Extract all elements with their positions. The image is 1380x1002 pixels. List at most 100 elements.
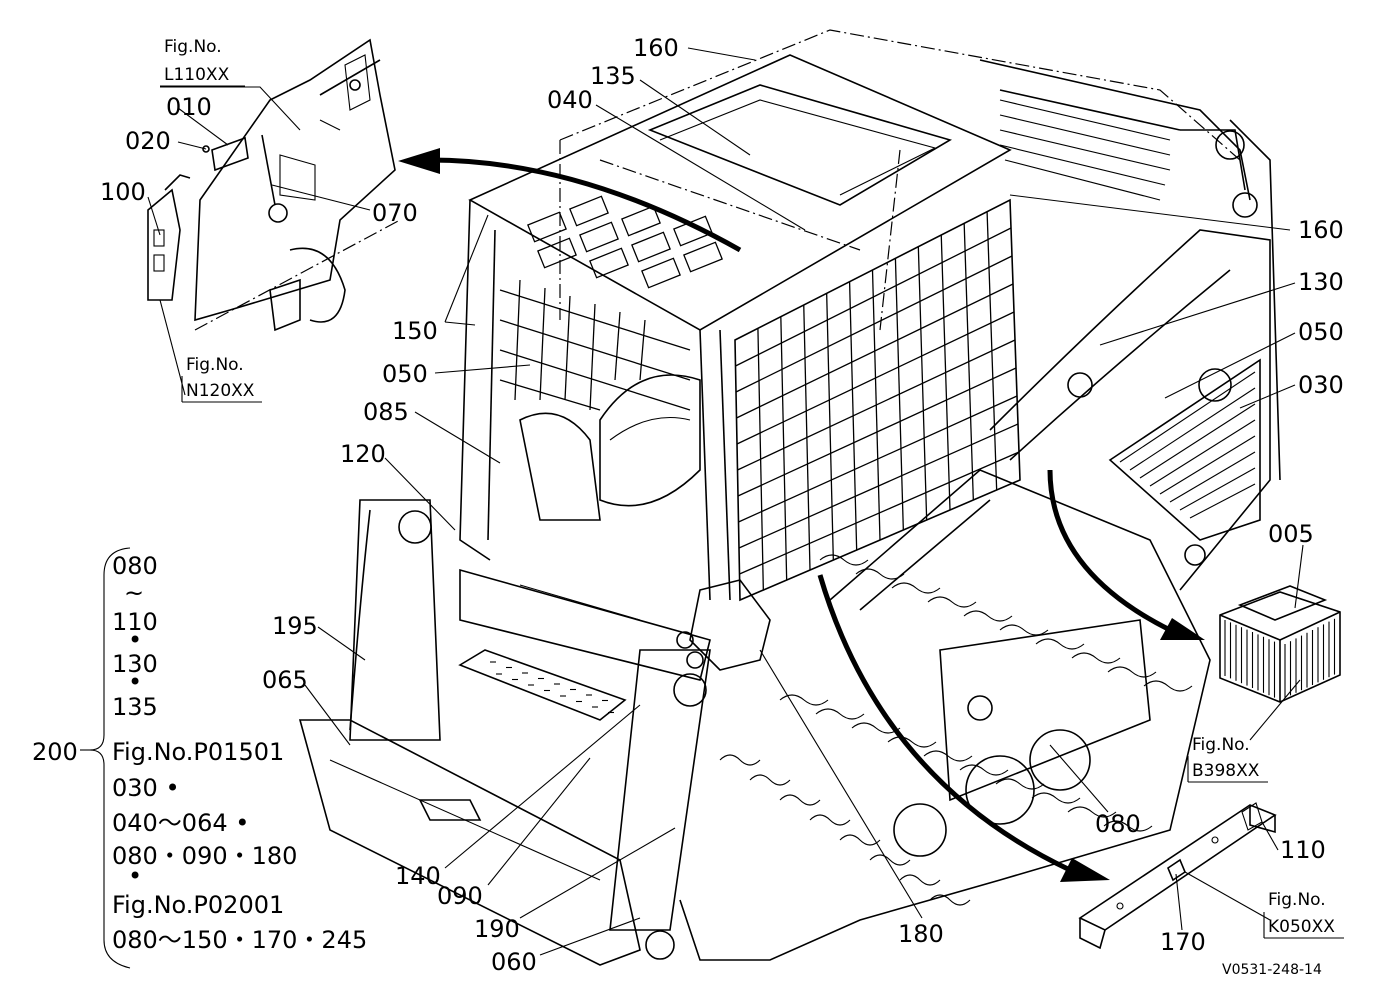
figref-b398-title: Fig.No. (1192, 735, 1250, 755)
lineart-stroke (738, 423, 1019, 549)
lineart-stroke (779, 794, 821, 806)
part-label-140: 140 (395, 862, 441, 890)
part-label-130: 130 (1298, 268, 1344, 296)
part-label-150: 150 (392, 317, 438, 345)
figref-n120-title: Fig.No. (186, 355, 244, 375)
lineart-stroke (891, 582, 941, 594)
part-label-030: 030 (1298, 371, 1344, 399)
part-label-060: 060 (491, 948, 537, 976)
bracket-item-10: 080・090・180 (112, 842, 297, 870)
bracket-item-2: 110 (112, 608, 158, 636)
part-label-085: 085 (363, 398, 409, 426)
bracket-item-11: • (128, 862, 142, 890)
lineart-stroke (737, 367, 1017, 497)
figref-b398-code: B398XX (1192, 761, 1260, 781)
figref-l110-code: L110XX (164, 65, 230, 85)
lineart-stroke (959, 764, 1009, 776)
bracket-item-8: 030 • (112, 774, 180, 802)
bracket-item-5: • (128, 668, 142, 696)
lineart-stroke (1031, 792, 1081, 804)
lineart-stroke (737, 339, 1016, 471)
part-label-195: 195 (272, 612, 318, 640)
figref-b398: Fig.No. B398XX (1187, 735, 1268, 783)
bracket-item-1: ~ (124, 579, 144, 607)
lineart-stroke (1103, 820, 1153, 832)
part-label-080: 080 (1095, 810, 1141, 838)
lineart-stroke (1143, 680, 1193, 692)
bracket-item-7: Fig.No.P01501 (112, 738, 284, 766)
bracket-item-9: 040～064 • (112, 809, 249, 837)
arrow-head-frontbar (1060, 858, 1110, 882)
lineart-stroke (736, 311, 1015, 445)
part-label-010: 010 (166, 93, 212, 121)
lineart-stroke (819, 554, 869, 566)
part-label-160-top: 160 (633, 34, 679, 62)
part-label-020: 020 (125, 127, 171, 155)
lineart-stroke (1067, 806, 1117, 818)
part-label-200: 200 (32, 738, 78, 766)
part-label-090: 090 (437, 882, 483, 910)
lineart-stroke (736, 283, 1014, 419)
lineart-stroke (963, 610, 1013, 622)
lineart-stroke (869, 854, 911, 866)
part-label-110: 110 (1280, 836, 1326, 864)
lineart-stroke (735, 255, 1013, 393)
part-label-040: 040 (547, 86, 593, 114)
lineart-stroke (851, 722, 901, 734)
lineart-stroke (749, 774, 791, 786)
leader-lines (147, 47, 1304, 956)
lineart-stroke (995, 778, 1045, 790)
bracket-item-0: 080 (112, 552, 158, 580)
lineart-stroke (1071, 652, 1121, 664)
lineart-stroke (809, 814, 851, 826)
lineart-stroke (929, 894, 971, 906)
bracket-item-4: 130 (112, 650, 158, 678)
lineart-stroke (719, 754, 761, 766)
part-label-100: 100 (100, 178, 146, 206)
reference-arrows (398, 148, 1205, 882)
lineart-stroke (899, 874, 941, 886)
part-label-050-right: 050 (1298, 318, 1344, 346)
inset-battery (1219, 585, 1341, 703)
lineart-stroke (839, 834, 881, 846)
lineart-stroke (999, 624, 1049, 636)
inset-seatbelt-bracket (147, 38, 401, 332)
lineart-stroke (923, 750, 973, 762)
machine-body-lineart (298, 29, 1281, 966)
figref-l110: Fig.No. L110XX (160, 37, 245, 87)
lineart-stroke (927, 596, 977, 608)
figref-k050: Fig.No. K050XX (1263, 890, 1344, 939)
lineart-stroke (887, 736, 937, 748)
lineart-stroke (1107, 666, 1157, 678)
bracket-item-3: • (128, 626, 142, 654)
part-label-065: 065 (262, 666, 308, 694)
arrow-head-battery (1160, 618, 1205, 640)
lineart-stroke (738, 395, 1018, 523)
assembly-bracket-200: 080 ~ 110 • 130 • 135 Fig.No.P01501 030 … (80, 547, 367, 969)
lineart-stroke (855, 568, 905, 580)
part-label-120: 120 (340, 440, 386, 468)
bracket-item-12: Fig.No.P02001 (112, 891, 284, 919)
bracket-item-13: 080～150・170・245 (112, 926, 367, 954)
figref-k050-code: K050XX (1268, 917, 1335, 937)
lineart-stroke (1035, 638, 1085, 650)
lineart-stroke (815, 708, 865, 720)
part-label-050-left: 050 (382, 360, 428, 388)
figref-n120: Fig.No. N120XX (181, 355, 262, 403)
part-label-070: 070 (372, 199, 418, 227)
figref-l110-title: Fig.No. (164, 37, 222, 57)
part-label-005: 005 (1268, 520, 1314, 548)
lineart-stroke (779, 694, 829, 706)
drawing-code: V0531-248-14 (1222, 962, 1322, 978)
lineart-stroke (739, 451, 1020, 575)
part-label-160-right: 160 (1298, 216, 1344, 244)
part-label-135: 135 (590, 62, 636, 90)
part-label-190: 190 (474, 915, 520, 943)
arrow-head-topleft (398, 148, 440, 174)
part-labels: 160 135 040 010 020 100 070 160 130 050 … (32, 34, 1344, 976)
part-label-170: 170 (1160, 928, 1206, 956)
bracket-item-6: 135 (112, 693, 158, 721)
figref-n120-code: N120XX (186, 381, 255, 401)
part-label-180: 180 (898, 920, 944, 948)
